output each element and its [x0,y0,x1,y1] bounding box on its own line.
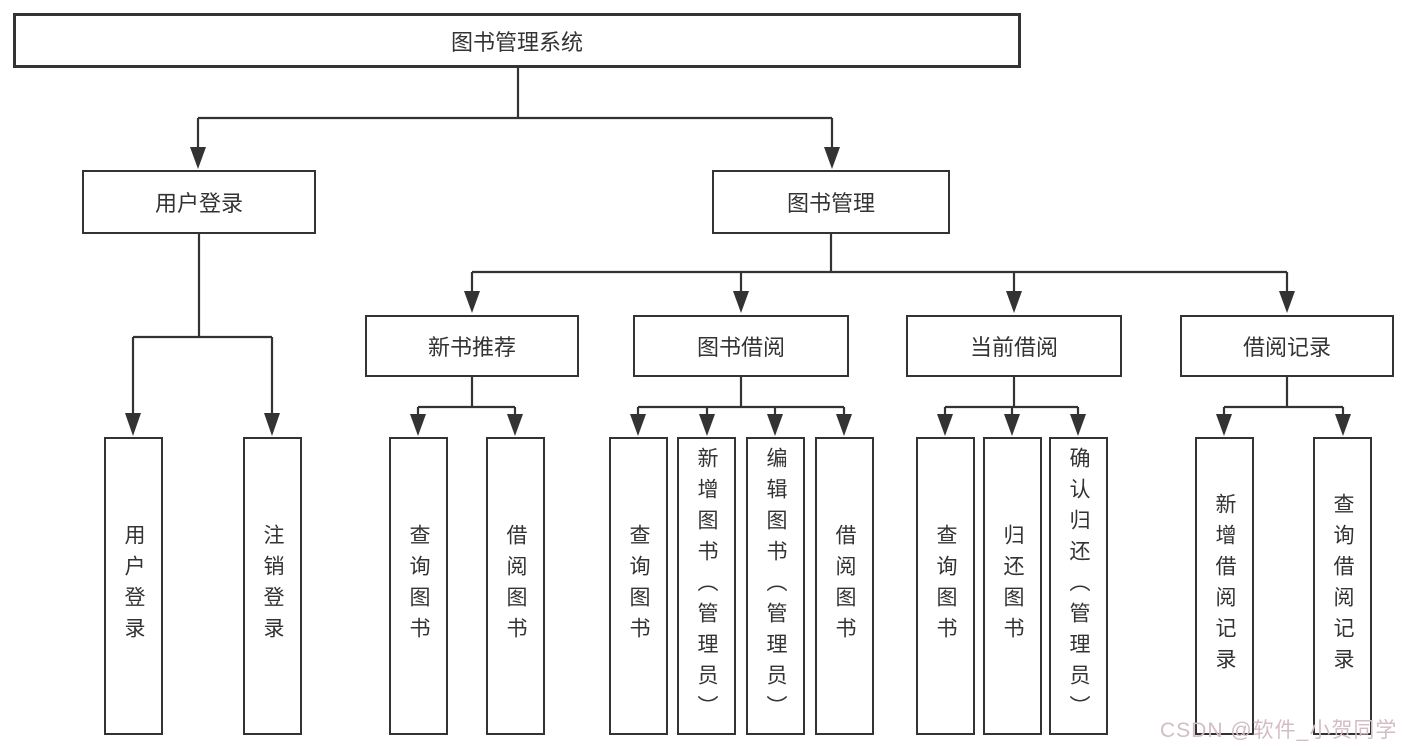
node-borrow-records-label: 借阅记录 [1242,335,1331,360]
leaf-add-book-admin: 新增图书（管理员） [677,437,736,735]
leaf-user-login: 用户登录 [104,437,163,735]
leaf-query-books-3: 查询图书 [916,437,975,735]
leaf-add-borrow-record-label: 新增借阅记录 [1213,493,1236,679]
leaf-borrow-books-1: 借阅图书 [486,437,545,735]
node-current-borrow: 当前借阅 [906,315,1122,377]
leaf-return-books: 归还图书 [983,437,1042,735]
leaf-add-book-admin-label: 新增图书（管理员） [695,446,718,726]
leaf-query-borrow-record-label: 查询借阅记录 [1331,493,1354,679]
leaf-edit-book-admin: 编辑图书（管理员） [746,437,805,735]
leaf-add-borrow-record: 新增借阅记录 [1195,437,1254,735]
leaf-query-books-2: 查询图书 [609,437,668,735]
leaf-query-books-1-label: 查询图书 [407,524,430,648]
node-user-login-label: 用户登录 [154,191,243,216]
node-borrow-records: 借阅记录 [1180,315,1394,377]
leaf-edit-book-admin-label: 编辑图书（管理员） [764,446,787,726]
leaf-user-login-label: 用户登录 [122,524,145,648]
leaf-query-books-2-label: 查询图书 [627,524,650,648]
leaf-borrow-books-2-label: 借阅图书 [833,524,856,648]
node-root-label: 图书管理系统 [450,29,583,55]
node-new-book-recommend: 新书推荐 [365,315,579,377]
leaf-query-books-3-label: 查询图书 [934,524,957,648]
node-user-login: 用户登录 [82,170,316,234]
leaf-query-books-1: 查询图书 [389,437,448,735]
node-root: 图书管理系统 [13,13,1021,68]
node-book-management: 图书管理 [712,170,950,234]
leaf-logout-label: 注销登录 [261,524,284,648]
leaf-return-books-label: 归还图书 [1001,524,1024,648]
leaf-borrow-books-1-label: 借阅图书 [504,524,527,648]
node-book-management-label: 图书管理 [786,191,875,216]
leaf-logout: 注销登录 [243,437,302,735]
node-book-borrow-label: 图书借阅 [696,335,785,360]
leaf-query-borrow-record: 查询借阅记录 [1313,437,1372,735]
node-book-borrow: 图书借阅 [633,315,849,377]
leaf-borrow-books-2: 借阅图书 [815,437,874,735]
node-current-borrow-label: 当前借阅 [969,335,1058,360]
leaf-confirm-return-admin: 确认归还（管理员） [1049,437,1108,735]
leaf-confirm-return-admin-label: 确认归还（管理员） [1067,446,1090,726]
node-new-book-recommend-label: 新书推荐 [427,335,516,360]
